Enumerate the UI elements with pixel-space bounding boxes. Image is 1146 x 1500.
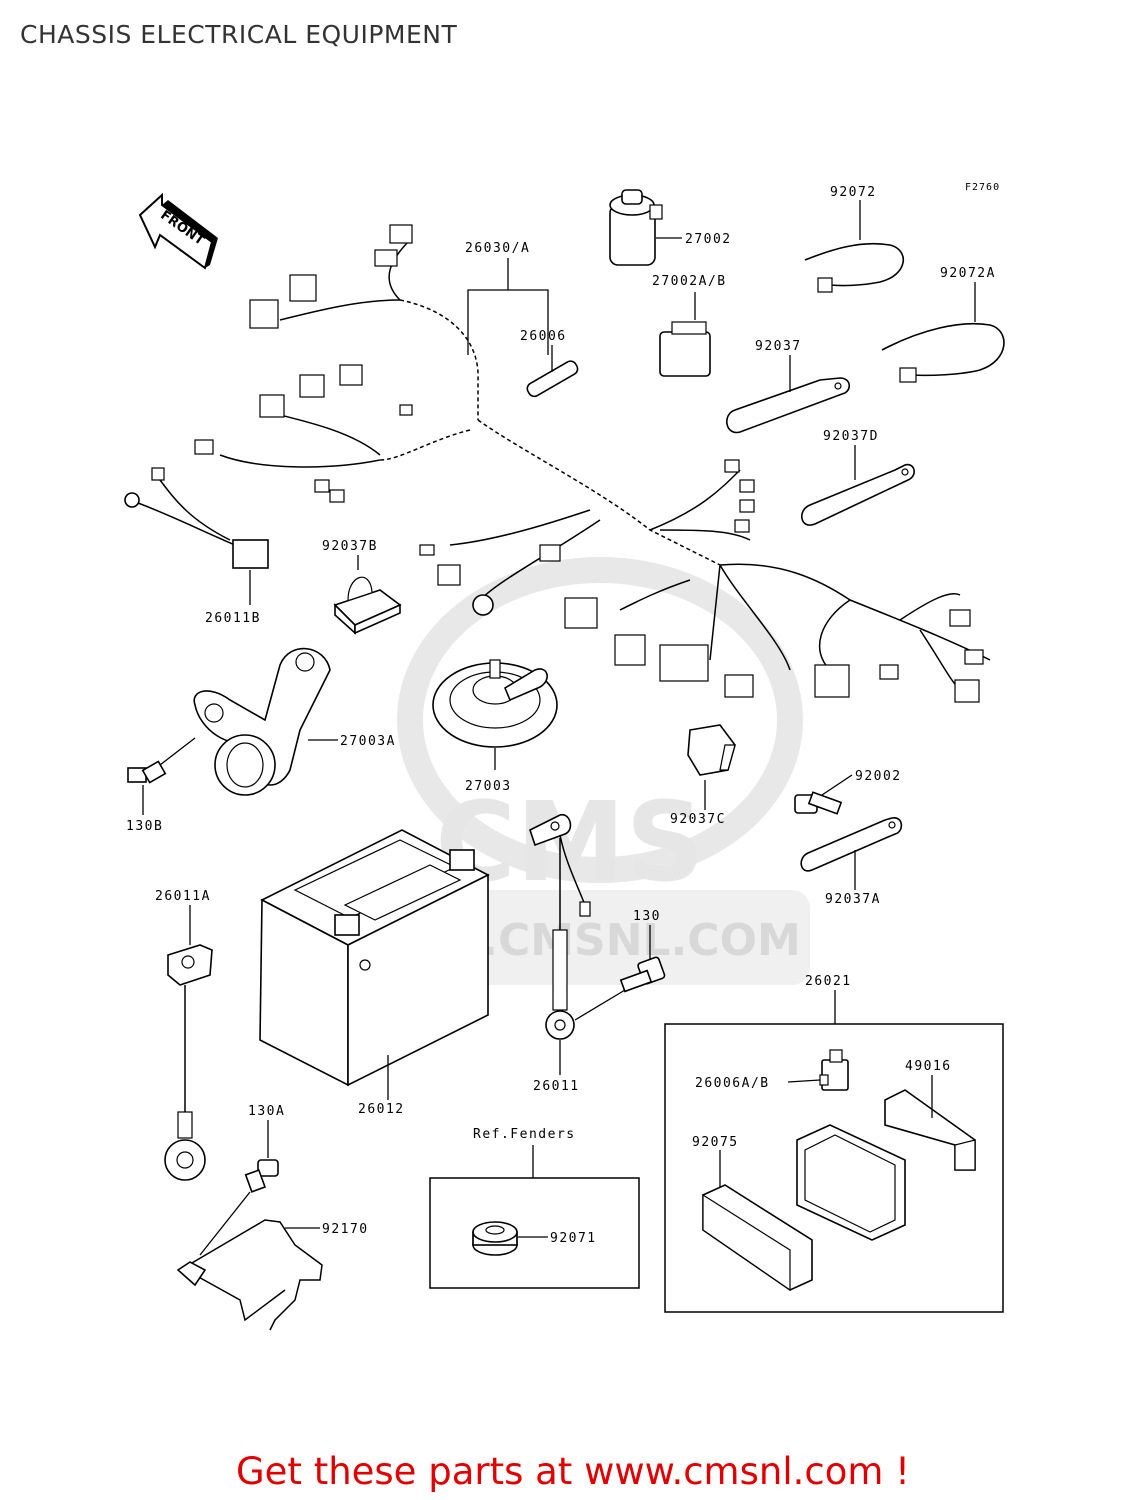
label-92071: 92071 [550, 1231, 597, 1246]
promo-banner[interactable]: Get these parts at www.cmsnl.com ! [0, 1450, 1146, 1493]
lead-26011a [164, 944, 213, 1181]
label-27002ab: 27002A/B [652, 274, 727, 289]
label-92075: 92075 [692, 1135, 739, 1150]
label-27002: 27002 [685, 232, 732, 247]
main-wiring-harness [194, 224, 991, 703]
clamp-92037c [687, 724, 736, 776]
label-130b: 130B [126, 819, 163, 834]
clamp-92037b [333, 576, 402, 635]
front-arrow-icon: FRONT [138, 192, 218, 270]
parts-diagram: CMS WWW.CMSNL.COM F2760 FRONT [124, 182, 1005, 1331]
label-26011: 26011 [533, 1079, 580, 1094]
band-92072 [804, 242, 905, 293]
page-title: CHASSIS ELECTRICAL EQUIPMENT [20, 20, 458, 49]
ref-fenders-frame [429, 1177, 640, 1289]
bolt-130a [244, 1159, 279, 1193]
label-92037d: 92037D [823, 429, 879, 444]
horn-27003 [432, 659, 558, 748]
fusebox-cover [796, 1124, 906, 1241]
bracket-49016 [884, 1089, 976, 1171]
ref-fenders-title: Ref.Fenders [473, 1127, 576, 1142]
battery-26012 [259, 829, 490, 1087]
cap-92075 [702, 1184, 813, 1292]
label-92037c: 92037C [670, 812, 726, 827]
clamp-92037d [801, 463, 915, 526]
clamp-92037a [800, 817, 903, 872]
label-27003: 27003 [465, 779, 512, 794]
promo-link[interactable]: Get these parts at www.cmsnl.com ! [235, 1450, 910, 1493]
label-26006ab: 26006A/B [695, 1076, 770, 1091]
label-26006: 26006 [520, 329, 567, 344]
lead-26011 [529, 813, 591, 1040]
stay-92170 [176, 1219, 323, 1331]
frame-code: F2760 [965, 182, 1000, 193]
grommet-92071 [472, 1221, 518, 1256]
label-26012: 26012 [358, 1102, 405, 1117]
label-92037b: 92037B [322, 539, 378, 554]
label-92072: 92072 [830, 185, 877, 200]
label-26030: 26030/A [465, 241, 530, 256]
relay-27002ab [659, 321, 711, 377]
label-130: 130 [633, 909, 661, 924]
bolt-92002 [794, 791, 843, 815]
bolt-130b [127, 760, 167, 784]
label-49016: 49016 [905, 1059, 952, 1074]
label-92037a: 92037A [825, 892, 881, 907]
fuse-26006 [526, 360, 579, 398]
label-92072a: 92072A [940, 266, 996, 281]
bolt-130 [619, 956, 666, 993]
label-26011a: 26011A [155, 889, 211, 904]
label-92037: 92037 [755, 339, 802, 354]
label-26021: 26021 [805, 974, 852, 989]
band-92072a [881, 322, 1005, 383]
label-27003a: 27003A [340, 734, 396, 749]
label-130a: 130A [248, 1104, 285, 1119]
label-26011b: 26011B [205, 611, 261, 626]
relay-27002 [609, 189, 663, 266]
clamp-92037 [726, 377, 851, 434]
lead-26011b [124, 467, 269, 569]
kit-26021-frame [664, 1023, 1004, 1313]
fuse-26006ab [819, 1049, 849, 1091]
label-92002: 92002 [855, 769, 902, 784]
label-92170: 92170 [322, 1222, 369, 1237]
bracket-27003a [193, 647, 331, 796]
